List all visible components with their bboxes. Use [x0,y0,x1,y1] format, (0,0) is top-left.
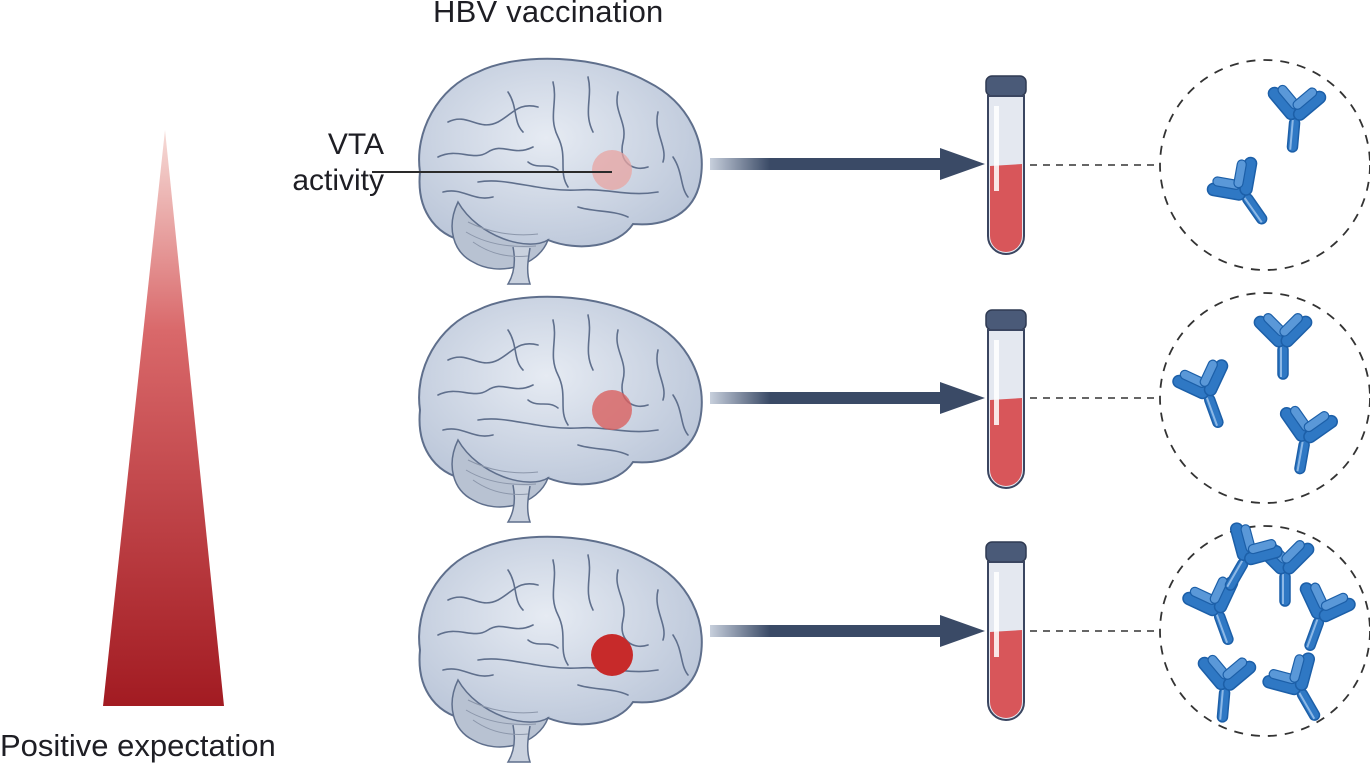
antibody-icon [1198,146,1291,242]
row-medium [418,292,1370,523]
blood-tube-icon [985,309,1027,489]
positive-expectation-label: Positive expectation [0,728,276,763]
vta-label-line1: VTA [327,128,384,161]
antibody-icon [1251,308,1315,380]
antibody-icon [1190,648,1260,726]
arrow-shaft [710,392,950,404]
diagram-title: HBV vaccination [433,0,664,29]
row-high [418,512,1370,763]
vta-activity-spot [591,634,633,676]
arrow-shaft [710,158,950,170]
arrow-head-icon [940,382,985,414]
antibody-icon [1267,398,1343,480]
arrow-head-icon [940,148,985,180]
antibody-zoom-circle [1159,525,1370,737]
vta-activity-spot [592,150,632,190]
antibody-icon [1278,572,1363,662]
vta-label-line2: activity [292,164,384,197]
brain-illustration [418,295,703,523]
antibody-icon [1260,78,1330,156]
blood-tube-icon [985,75,1027,255]
antibody-zoom-circle [1159,59,1370,271]
vta-activity-spot [592,390,632,430]
row-low [372,57,1370,285]
vta-activity-label: VTA activity [266,127,384,199]
blood-tube-icon [985,541,1027,721]
antibody-icon [1165,349,1250,439]
arrow-shaft [710,625,950,637]
antibody-icon [1254,642,1345,736]
brain-illustration [418,535,703,763]
antibody-icon [1175,566,1260,656]
antibody-zoom-circle [1159,292,1370,504]
arrow-head-icon [940,615,985,647]
positive-expectation-triangle [103,130,224,706]
